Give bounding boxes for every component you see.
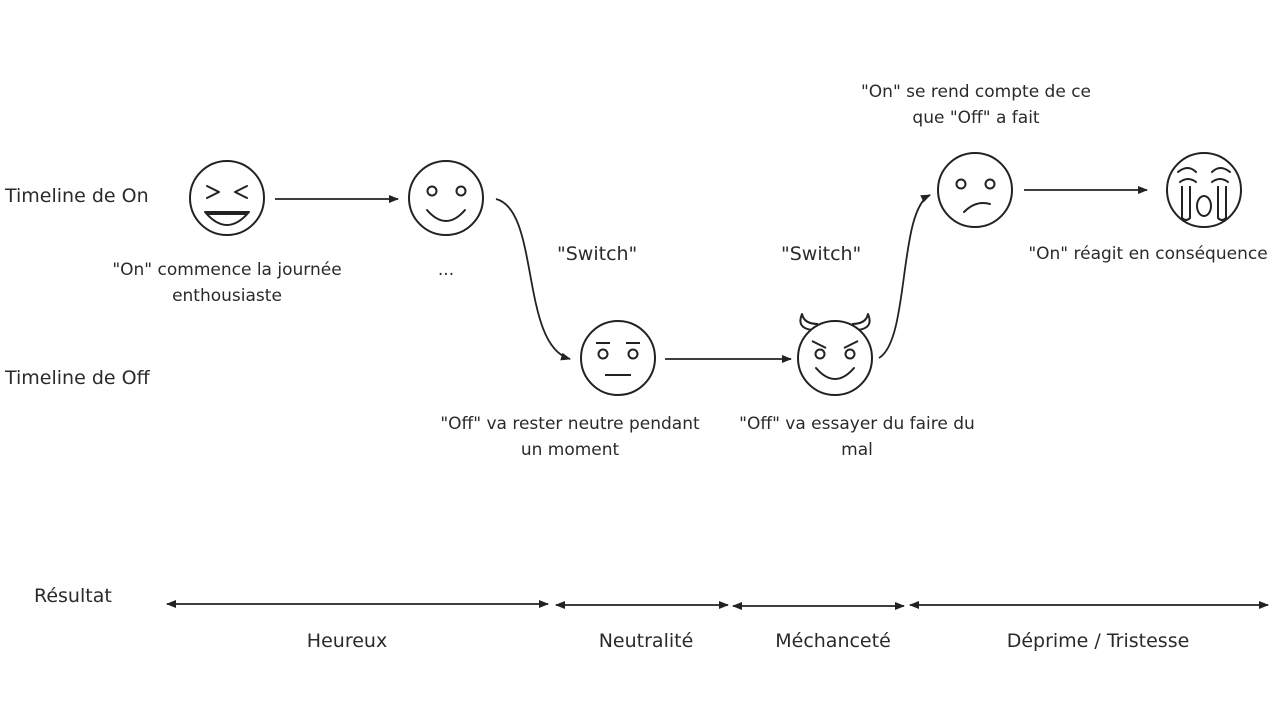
- devil-face-icon: [797, 313, 873, 396]
- caption-react: "On" réagit en conséquence: [1028, 244, 1268, 264]
- result-deprime: Déprime / Tristesse: [1006, 630, 1190, 652]
- caption-evil: "Off" va essayer du faire du mal: [725, 411, 989, 463]
- caption-start-line2: enthousiaste: [172, 286, 282, 306]
- result-heureux: Heureux: [306, 630, 388, 652]
- caption-realize-line1: "On" se rend compte de ce: [860, 82, 1092, 102]
- smiling-face-icon: [408, 160, 484, 236]
- caption-realize-line2: que "Off" a fait: [912, 108, 1040, 128]
- caption-start-line1: "On" commence la journée: [112, 260, 342, 280]
- caption-evil-line2: mal: [841, 440, 873, 460]
- laughing-face-icon: [189, 160, 265, 236]
- row-label-off: Timeline de Off: [5, 367, 150, 389]
- switch-label-2: "Switch": [781, 243, 862, 265]
- arrow-devil-to-worried: [878, 194, 931, 359]
- result-neutralite: Neutralité: [598, 630, 694, 652]
- caption-neutral: "Off" va rester neutre pendant un moment: [425, 411, 715, 463]
- caption-realize: "On" se rend compte de ce que "Off" a fa…: [845, 79, 1107, 131]
- caption-neutral-line2: un moment: [520, 440, 620, 460]
- crying-face-icon: [1166, 152, 1242, 228]
- result-mechancete: Méchanceté: [775, 630, 891, 652]
- switch-label-1: "Switch": [557, 243, 638, 265]
- caption-ellipsis: ...: [437, 260, 455, 280]
- arrow-smiling-to-neutral: [495, 198, 571, 361]
- row-label-result: Résultat: [34, 585, 112, 607]
- caption-neutral-line1: "Off" va rester neutre pendant: [440, 414, 700, 434]
- row-label-on: Timeline de On: [5, 185, 149, 207]
- worried-face-icon: [937, 152, 1013, 228]
- caption-start: "On" commence la journée enthousiaste: [90, 257, 364, 309]
- caption-evil-line1: "Off" va essayer du faire du: [739, 414, 975, 434]
- neutral-face-icon: [580, 320, 656, 396]
